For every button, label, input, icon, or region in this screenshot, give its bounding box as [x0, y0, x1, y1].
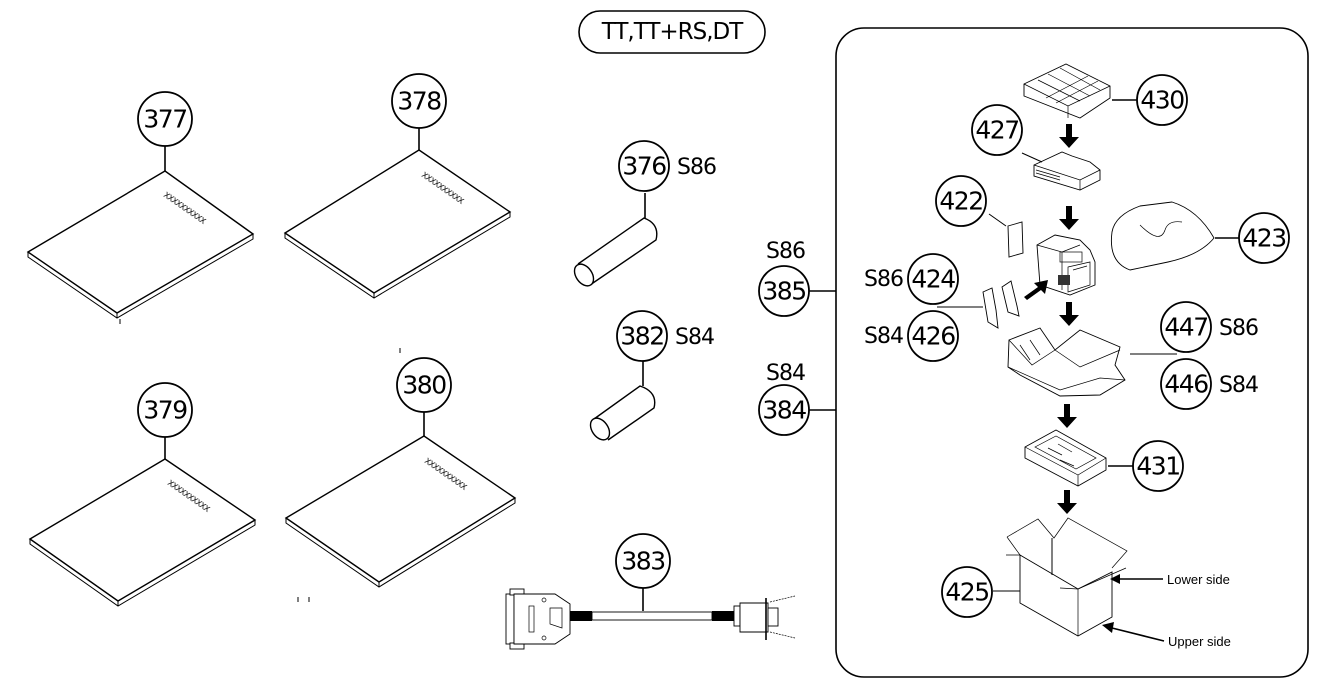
svg-text:425: 425 [945, 578, 988, 607]
inner-carton-447-446[interactable]: 447 S86 446 S84 [1007, 301, 1259, 410]
svg-text:446: 446 [1164, 370, 1208, 399]
arrow-down-icon [1059, 206, 1079, 230]
bottom-cushion-431[interactable]: 431 [1024, 429, 1184, 492]
callout-423[interactable]: 423 [1238, 212, 1290, 264]
callout-431[interactable]: 431 [1132, 440, 1184, 492]
callout-383[interactable]: 383 [615, 533, 671, 589]
manual-377[interactable]: 377 XXXXXXXXXX [26, 91, 255, 319]
interface-cable-383[interactable]: 383 [505, 533, 796, 650]
variant-label: S84 [864, 324, 903, 349]
sheets-424-426[interactable]: S86 424 S84 426 [864, 253, 1020, 362]
lower-side-note: Lower side [1167, 572, 1230, 587]
svg-text:377: 377 [143, 105, 186, 134]
printer-unit [1036, 234, 1096, 296]
svg-text:382: 382 [620, 322, 663, 351]
arrow-down-icon [1059, 302, 1079, 326]
svg-text:385: 385 [762, 277, 805, 306]
callout-430[interactable]: 430 [1136, 74, 1188, 126]
svg-text:422: 422 [939, 187, 982, 216]
callout-424[interactable]: 424 [907, 253, 959, 305]
packing-set-panel [835, 27, 1309, 678]
callout-426[interactable]: 426 [907, 310, 959, 362]
svg-text:427: 427 [975, 116, 1018, 145]
callout-376[interactable]: 376 [618, 140, 670, 192]
callout-378[interactable]: 378 [391, 73, 447, 129]
svg-text:447: 447 [1164, 313, 1207, 342]
packing-set-385[interactable]: S86 385 [758, 239, 836, 317]
svg-text:380: 380 [402, 371, 446, 400]
model-group-label: TT,TT+RS,DT [601, 19, 745, 45]
upper-side-note: Upper side [1168, 634, 1231, 649]
variant-label: S86 [677, 155, 716, 180]
variant-label: S84 [766, 361, 805, 386]
svg-text:426: 426 [911, 322, 955, 351]
callout-427[interactable]: 427 [971, 104, 1023, 156]
arrow-diagonal-icon [1024, 280, 1048, 300]
arrow-down-icon [1057, 490, 1077, 514]
svg-text:430: 430 [1140, 86, 1184, 115]
svg-text:431: 431 [1136, 452, 1179, 481]
arrow-down-icon [1057, 404, 1077, 428]
packing-set-384[interactable]: S84 384 [758, 361, 836, 436]
callout-425[interactable]: 425 [941, 566, 993, 618]
callout-446[interactable]: 446 [1160, 358, 1212, 410]
svg-text:384: 384 [762, 396, 806, 425]
callout-447[interactable]: 447 [1160, 301, 1212, 353]
svg-text:379: 379 [143, 396, 187, 425]
callout-382[interactable]: 382 [616, 310, 668, 362]
variant-label: S84 [675, 325, 714, 350]
callout-422[interactable]: 422 [935, 175, 987, 227]
svg-text:378: 378 [397, 87, 441, 116]
top-cushion-430[interactable]: 430 [1023, 63, 1188, 126]
manual-379[interactable]: 379 XXXXXXXXXX [28, 382, 257, 607]
variant-label: S84 [1219, 373, 1258, 398]
svg-text:424: 424 [911, 265, 955, 294]
variant-label: S86 [864, 267, 903, 292]
svg-text:383: 383 [621, 547, 664, 576]
outer-carton-425[interactable]: 425 Lower side Upper side [941, 517, 1231, 649]
callout-379[interactable]: 379 [137, 382, 193, 438]
poly-bag-423[interactable]: 423 [1110, 201, 1290, 271]
callout-380[interactable]: 380 [396, 357, 452, 413]
callout-385[interactable]: 385 [758, 265, 810, 317]
callout-377[interactable]: 377 [137, 91, 193, 147]
manual-378[interactable]: 378 XXXXXXXXXX [283, 73, 512, 299]
manual-380[interactable]: 380 XXXXXXXXXX [284, 357, 517, 588]
callout-384[interactable]: 384 [758, 384, 810, 436]
card-422[interactable]: 422 [935, 175, 1024, 258]
arrow-down-icon [1059, 124, 1079, 148]
model-group-badge: TT,TT+RS,DT [578, 10, 766, 54]
svg-text:376: 376 [622, 152, 666, 181]
accessory-tray-427[interactable]: 427 [971, 104, 1101, 191]
roll-core-382[interactable]: 382 S84 [587, 310, 715, 443]
variant-label: S86 [766, 239, 805, 264]
roll-core-376[interactable]: 376 S86 [571, 140, 717, 289]
svg-text:423: 423 [1242, 224, 1285, 253]
variant-label: S86 [1219, 316, 1258, 341]
